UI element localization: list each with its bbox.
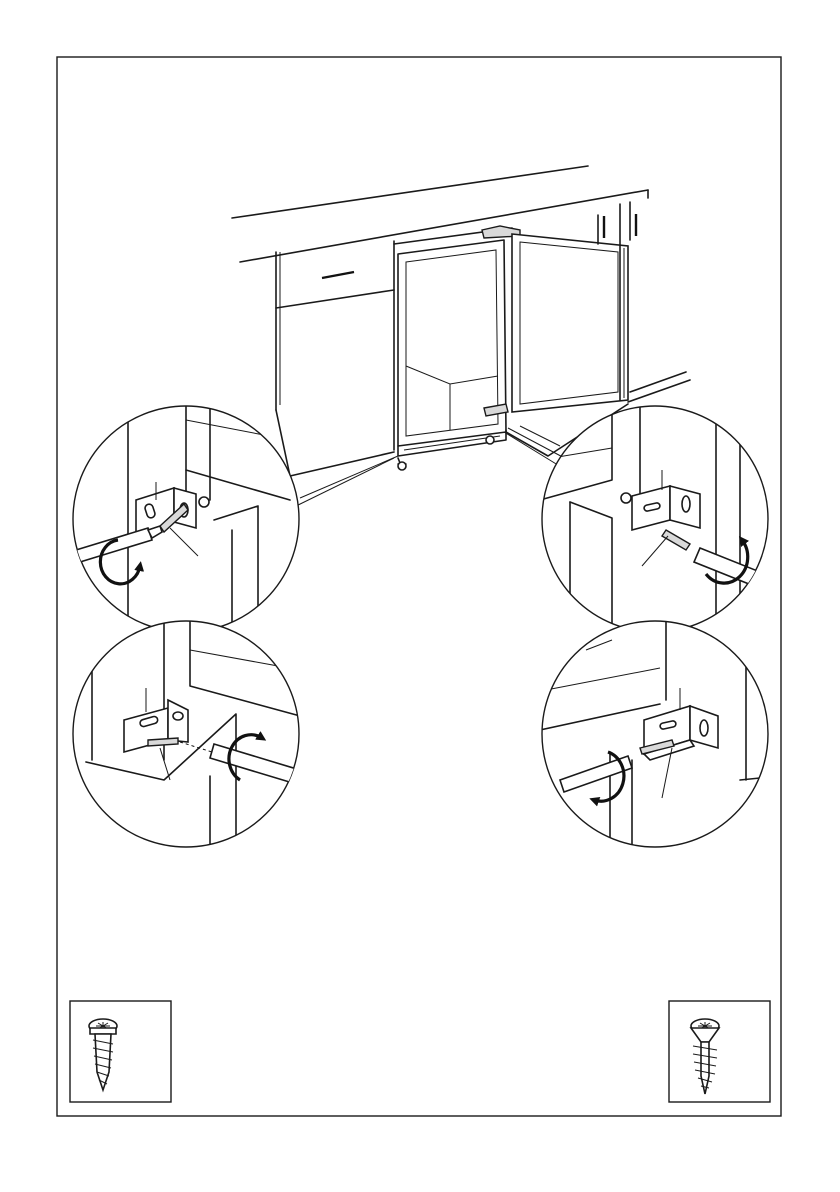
detail-circle-bottom-left <box>73 620 300 860</box>
legend-long-screw <box>669 1001 770 1102</box>
detail-circle-bottom-right <box>540 620 768 860</box>
legend-short-screw <box>70 1001 171 1102</box>
detail-circle-top-left <box>73 400 299 640</box>
detail-circle-top-right <box>540 400 780 640</box>
